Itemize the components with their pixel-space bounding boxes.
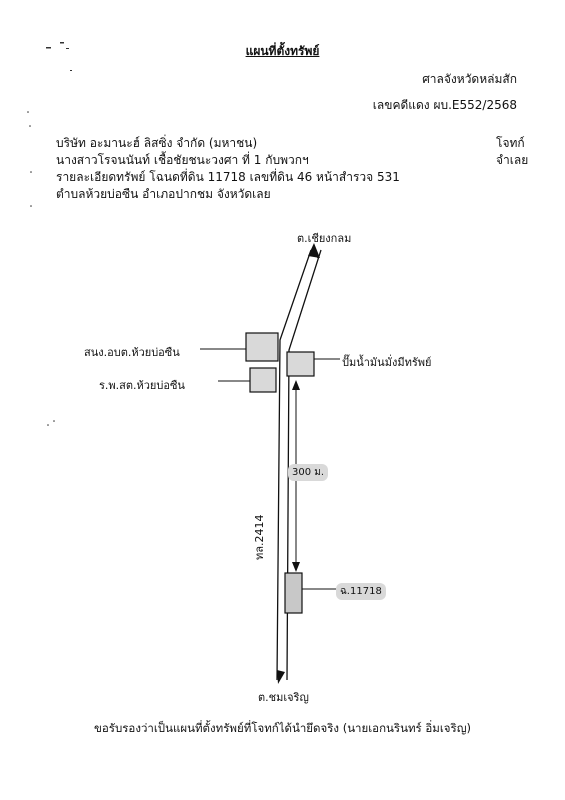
property-details: รายละเอียดทรัพย์ โฉนดที่ดิน 11718 เลขที่… (56, 170, 400, 184)
north-destination-label: ต.เชียงกลม (297, 232, 352, 245)
landmark-label-health-center: ร.พ.สต.ห้วยบ่อซืน (99, 379, 185, 392)
certification-statement: ขอรับรองว่าเป็นแผนที่ตั้งทรัพย์ที่โจทก์ไ… (94, 721, 471, 735)
north-arrow-marker (308, 243, 320, 258)
parcel-label: ฉ.11718 (336, 583, 386, 600)
parcel-box (284, 572, 303, 614)
distance-label: 300 ม. (288, 464, 329, 481)
landmark-label-gas-station: ปั๊มน้ำมันมั่งมีทรัพย์ (342, 356, 432, 369)
scan-marks (27, 42, 72, 426)
court-name: ศาลจังหวัดหล่มสัก (422, 72, 517, 86)
south-destination-label: ต.ชมเจริญ (258, 691, 309, 704)
landmark-box-sao-office (245, 332, 279, 362)
page-title: แผนที่ตั้งทรัพย์ (245, 44, 320, 58)
defendant-name: นางสาวโรจนนันท์ เชื้อชัยชนะวงศา ที่ 1 กั… (56, 153, 309, 167)
property-location: ตำบลห้วยบ่อซืน อำเภอปากชม จังหวัดเลย (56, 187, 271, 201)
defendant-role: จำเลย (496, 153, 529, 167)
landmark-label-sao-office: สนง.อบต.ห้วยบ่อซืน (84, 346, 180, 359)
plaintiff-name: บริษัท อะมานะฮ์ ลิสซิ่ง จำกัด (มหาชน) (56, 136, 258, 150)
plaintiff-role: โจทก์ (496, 136, 525, 150)
case-number: เลขคดีแดง ผบ.E552/2568 (372, 98, 517, 112)
landmark-box-gas-station (286, 351, 315, 377)
landmark-box-health-center (249, 367, 277, 393)
south-arrow-marker (277, 670, 285, 684)
road-number-label: ทล.2414 (253, 514, 266, 560)
